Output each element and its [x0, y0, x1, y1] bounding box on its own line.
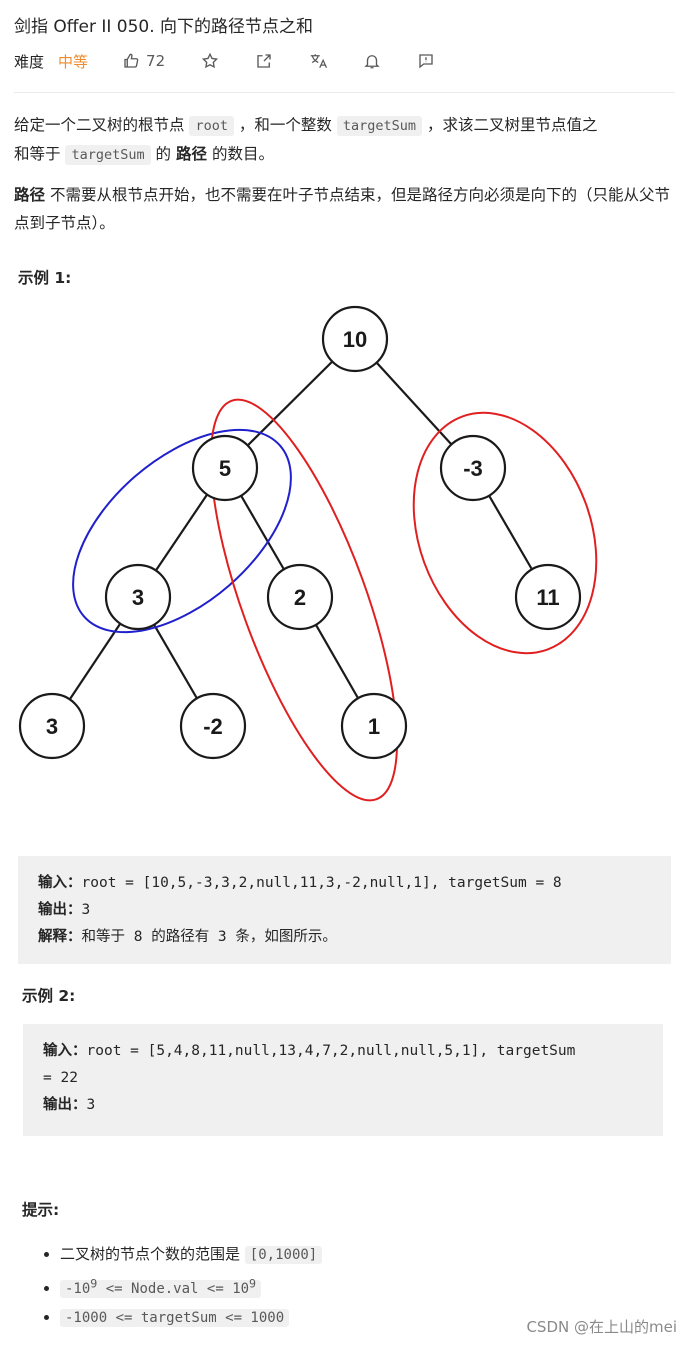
tree-node-5	[191, 434, 259, 502]
tree-node-label: 11	[536, 585, 559, 610]
tree-node-minus-3	[439, 434, 507, 502]
constraint-item: -109 <= Node.val <= 109	[60, 1269, 660, 1303]
example-2-title: 示例 2:	[22, 987, 76, 1005]
constraints-title: 提示:	[22, 1201, 60, 1219]
example-1-tree-figure: 10 5 -3 3 2 11 3 -2 1	[18, 305, 598, 802]
description-paragraph-1: 给定一个二叉树的根节点 root ，和一个整数 targetSum ，求该二叉树…	[14, 116, 598, 165]
watermark: CSDN @在上山的mei	[526, 1318, 677, 1336]
example-1-output: 3	[81, 902, 91, 918]
tree-node-3a	[104, 563, 172, 631]
share-icon	[257, 54, 271, 68]
example-1-title: 示例 1:	[18, 269, 72, 287]
term-path-2: 路径	[14, 186, 46, 204]
tree-node-label: 5	[219, 456, 231, 481]
header-divider	[14, 92, 675, 93]
tree-node-11	[514, 563, 582, 631]
code-targetsum: targetSum	[336, 116, 423, 136]
star-icon	[202, 52, 219, 69]
example-2-input-cont: = 22	[43, 1070, 78, 1086]
difficulty-label: 难度	[14, 52, 45, 71]
code-root: root	[189, 116, 234, 136]
tree-node-10	[321, 305, 389, 373]
notify-button[interactable]	[363, 52, 381, 70]
like-count: 72	[146, 52, 166, 70]
example-1-code-block: 输入：root = [10,5,-3,3,2,null,11,3,-2,null…	[18, 856, 671, 964]
tree-node-label: 1	[368, 714, 380, 739]
example-1-explanation: 和等于 8 的路径有 3 条，如图所示。	[81, 929, 337, 945]
code-targetsum-2: targetSum	[65, 145, 151, 165]
tree-node-label: -2	[203, 714, 223, 739]
description-paragraph-2: 路径 不需要从根节点开始，也不需要在叶子节点结束，但是路径方向必须是向下的（只能…	[14, 186, 670, 232]
tree-node-label: 3	[132, 585, 144, 610]
constraint-item: 二叉树的节点个数的范围是 [0,1000]	[60, 1240, 660, 1269]
thumbs-up-icon	[124, 53, 139, 68]
tree-node-label: 10	[343, 327, 367, 352]
tree-node-2	[266, 563, 334, 631]
tree-node-label: 2	[294, 585, 306, 610]
term-path: 路径	[176, 145, 208, 163]
example-1-input: root = [10,5,-3,3,2,null,11,3,-2,null,1]…	[81, 875, 562, 891]
feedback-icon	[419, 54, 433, 69]
tree-node-1	[340, 692, 408, 760]
favorite-button[interactable]	[201, 52, 219, 70]
problem-title: 剑指 Offer II 050. 向下的路径节点之和	[14, 17, 314, 37]
example-2-code-block: 输入：root = [5,4,8,11,null,13,4,7,2,null,n…	[23, 1024, 663, 1136]
example-2-output: 3	[86, 1097, 96, 1113]
tree-node-label: -3	[463, 456, 483, 481]
constraint-item: -1000 <= targetSum <= 1000	[60, 1303, 660, 1332]
share-button[interactable]	[255, 52, 273, 70]
problem-meta-bar: 难度 中等 72	[14, 50, 435, 72]
difficulty-badge: 中等	[58, 52, 89, 71]
constraints-list: 二叉树的节点个数的范围是 [0,1000] -109 <= Node.val <…	[42, 1240, 660, 1332]
translate-icon	[310, 54, 328, 69]
example-2-input: root = [5,4,8,11,null,13,4,7,2,null,null…	[86, 1043, 576, 1059]
tree-node-label: 3	[46, 714, 58, 739]
tree-node-3b	[18, 692, 86, 760]
tree-node-minus-2	[179, 692, 247, 760]
translate-button[interactable]	[309, 52, 329, 70]
bell-icon	[364, 55, 380, 69]
feedback-button[interactable]	[417, 52, 435, 70]
like-button[interactable]: 72	[122, 52, 165, 70]
